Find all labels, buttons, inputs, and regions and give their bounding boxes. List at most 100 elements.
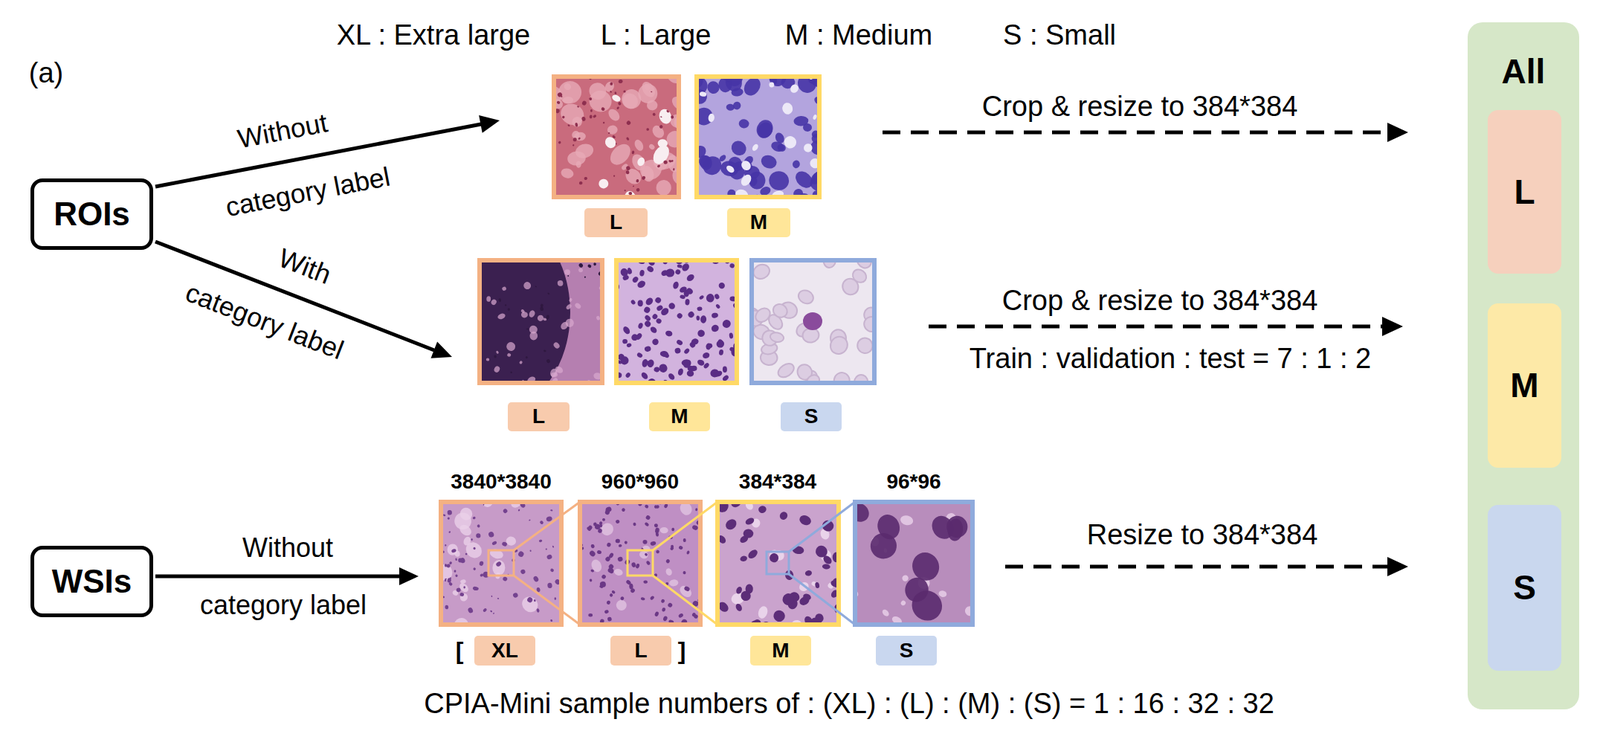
tissue-cell	[655, 549, 661, 554]
tissue-cell	[618, 354, 631, 367]
tissue-cell	[552, 341, 561, 350]
zoom-line	[652, 501, 718, 551]
step-label: Resize to 384*384	[1086, 518, 1319, 552]
legend-key: XL : Extra large	[336, 19, 531, 53]
tissue-cell	[600, 573, 607, 580]
tile-frame	[751, 260, 875, 383]
tissue-cell	[556, 101, 561, 105]
tissue-cell	[756, 605, 770, 621]
tissue-cell	[505, 536, 517, 547]
tissue-cell	[475, 533, 482, 539]
tissue-cell	[583, 275, 586, 279]
tissue-cell	[455, 557, 458, 561]
tissue-cell	[465, 553, 468, 556]
tissue-cell	[639, 269, 645, 276]
tissue-cell	[463, 585, 466, 589]
tissue-cell	[617, 101, 623, 106]
tissue-cell	[590, 544, 595, 549]
tissue-image	[717, 501, 839, 625]
tissue-cell	[459, 592, 464, 598]
tissue-cell	[660, 598, 666, 603]
tissue-image	[440, 501, 562, 625]
tissue-cell	[489, 609, 493, 612]
tissue-cell	[717, 281, 726, 290]
tissue-cell	[624, 371, 632, 379]
node-text: L	[1513, 172, 1535, 212]
tissue-cell	[854, 335, 875, 357]
tissue-cell	[492, 365, 501, 374]
tissue-cell	[526, 327, 529, 331]
tissue-cell	[873, 511, 904, 543]
tissue-cell	[603, 609, 609, 615]
tissue-cell	[686, 550, 690, 555]
scale-box: L	[1487, 110, 1562, 274]
size-tag: S	[875, 635, 937, 666]
tissue-cell	[713, 292, 721, 300]
tissue-cell	[634, 562, 641, 569]
tissue-cell	[655, 317, 662, 325]
tissue-ground	[553, 76, 679, 198]
tissue-cell	[539, 303, 544, 308]
tissue-cell	[665, 558, 671, 564]
tissue-cell	[796, 287, 816, 306]
tissue-cell	[739, 159, 754, 173]
tissue-cell	[660, 269, 670, 278]
tissue-cell	[442, 513, 446, 517]
tissue-cell	[518, 360, 524, 366]
tissue-cell	[718, 349, 724, 357]
tissue-cell	[595, 315, 600, 321]
tissue-cell	[602, 121, 605, 124]
size-label: 960*960	[601, 469, 679, 494]
tissue-cell	[620, 507, 626, 512]
tissue-cell	[546, 553, 554, 560]
node-text: WSIs	[52, 562, 133, 601]
tissue-cell	[739, 588, 754, 603]
tissue-cell	[653, 366, 661, 373]
zoom-line	[788, 573, 856, 625]
tissue-cell	[691, 611, 696, 618]
tissue-cell	[802, 142, 815, 154]
size-tag: L	[610, 635, 672, 666]
tissue-cell	[462, 539, 485, 562]
tissue-cell	[643, 552, 648, 557]
tissue-cell	[596, 549, 602, 554]
tissue-cell	[505, 340, 517, 352]
tissue-cell	[771, 301, 790, 321]
arrow-label: category label	[223, 160, 393, 223]
tissue-cell	[492, 612, 495, 615]
tissue-cell	[536, 608, 540, 613]
arrow-line	[155, 574, 400, 579]
tissue-cell	[699, 152, 725, 179]
tissue-cell	[661, 607, 667, 612]
tissue-cell	[775, 360, 797, 380]
tissue-cell	[583, 176, 588, 180]
tissue-cell	[623, 89, 626, 93]
tissue-cell	[547, 582, 553, 589]
tissue-cell	[671, 527, 675, 532]
tissue-cell	[492, 559, 506, 577]
tissue-cell	[678, 501, 695, 518]
tissue-image	[751, 260, 875, 383]
tissue-cell	[662, 615, 668, 622]
tissue-cell	[495, 350, 500, 354]
ratio-note: CPIA-Mini sample numbers of : (XL) : (L)…	[423, 687, 1275, 721]
tissue-cell	[632, 185, 635, 188]
tissue-cell	[590, 568, 595, 573]
arrow-head	[478, 115, 500, 134]
tissue-cell	[683, 538, 687, 543]
arrow-label: Without	[242, 532, 334, 563]
tissue-ground	[717, 501, 839, 625]
tissue-cell	[567, 275, 569, 277]
tissue-cell	[769, 331, 785, 344]
arrow-label: With	[274, 242, 336, 291]
tissue-cell	[559, 167, 575, 180]
tissue-cell	[707, 113, 716, 122]
tissue-cell	[938, 589, 948, 598]
tissue-cell	[608, 592, 614, 598]
tissue-cell	[578, 262, 585, 269]
tissue-cell	[674, 268, 682, 276]
arrow-head	[431, 341, 453, 358]
tile-frame	[855, 501, 973, 625]
tissue-cell	[643, 305, 652, 314]
tissue-cell	[672, 168, 675, 171]
